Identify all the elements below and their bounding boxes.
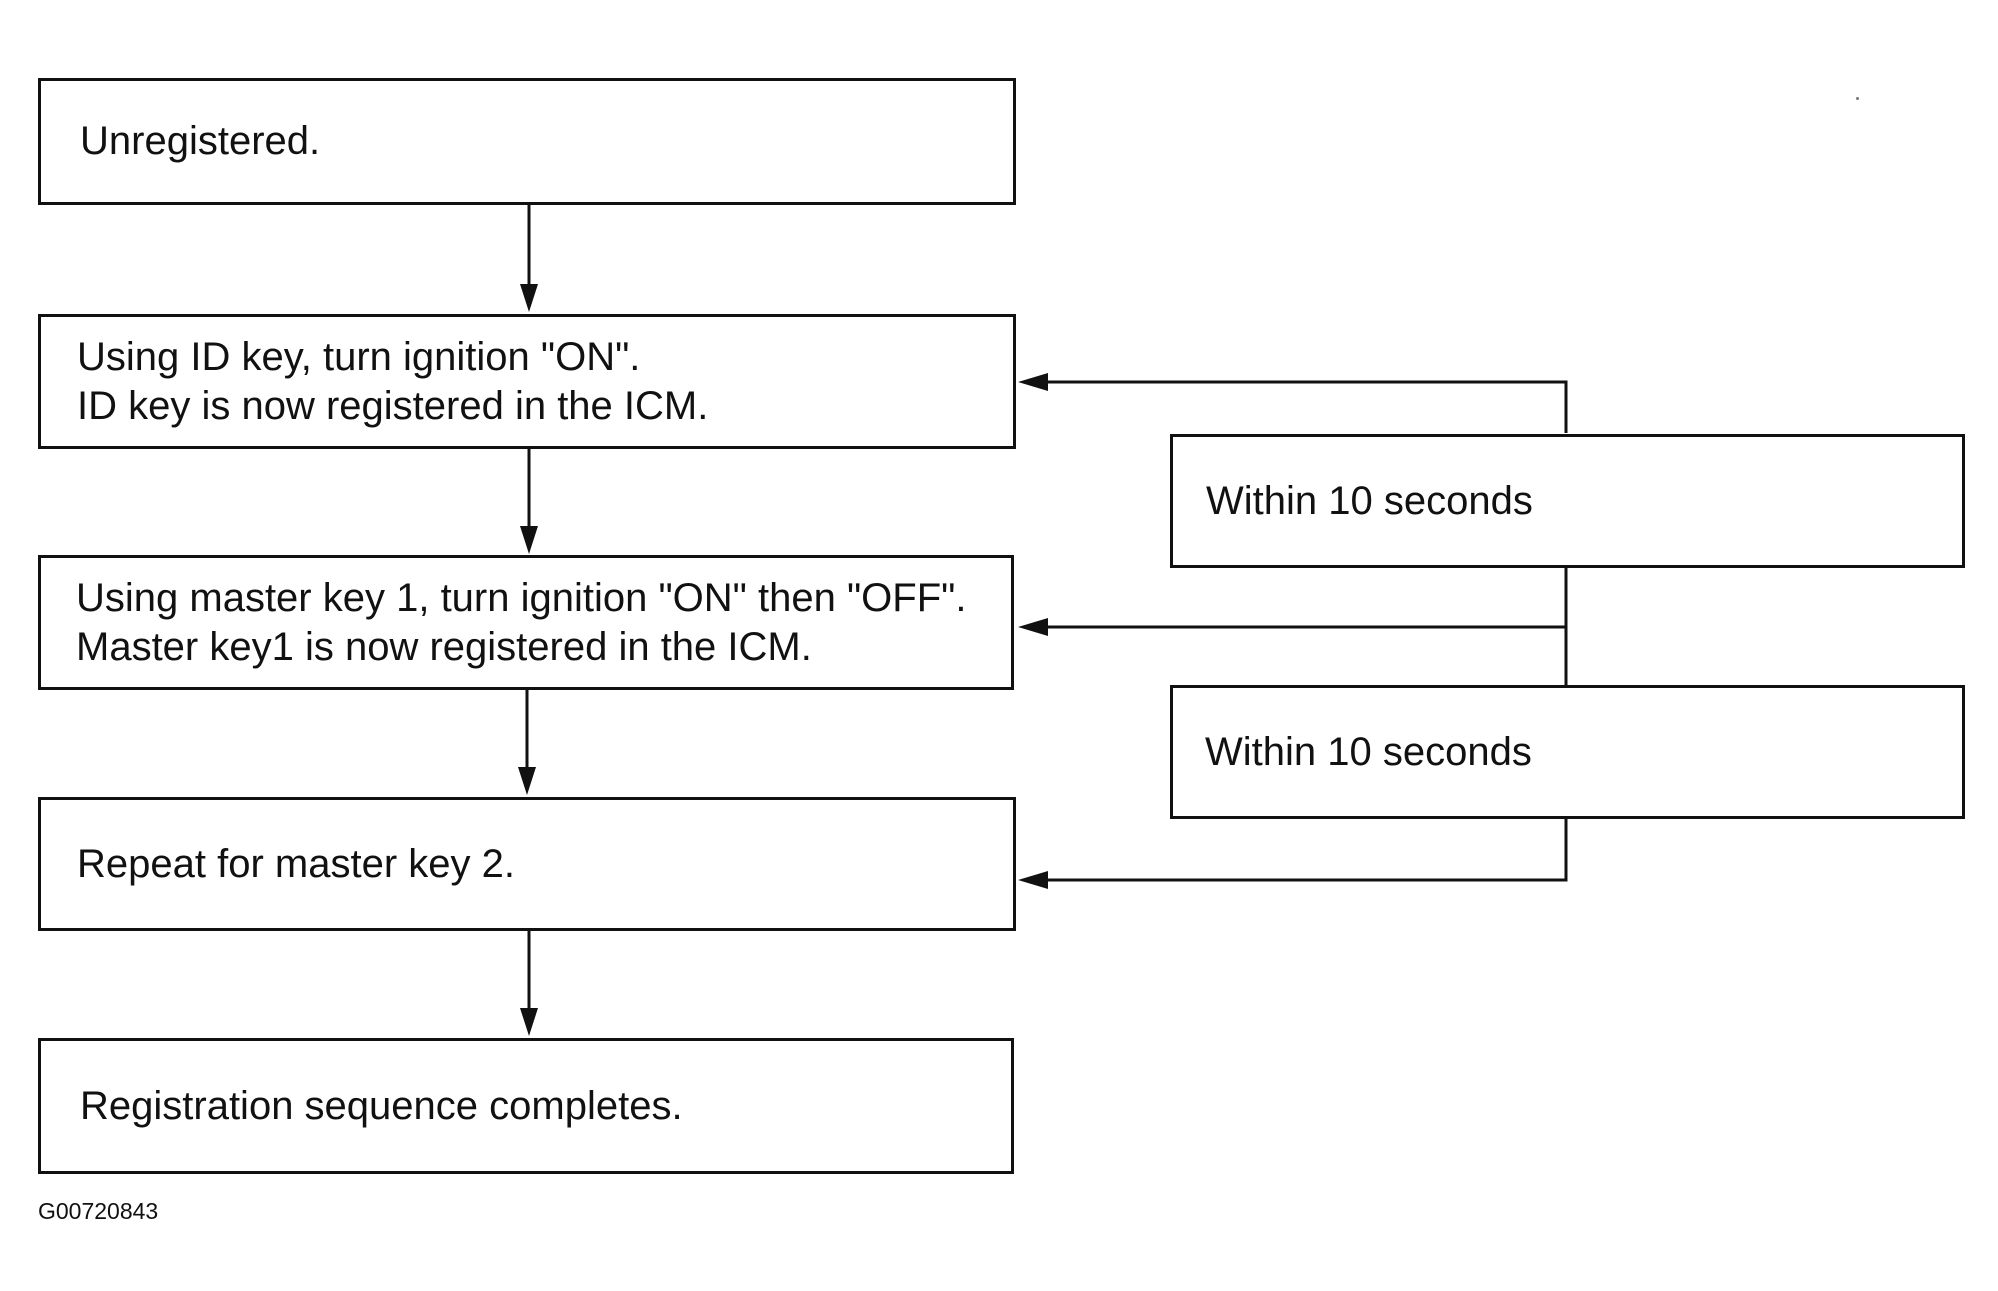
step-text-line: Master key1 is now registered in the ICM… — [76, 624, 812, 669]
step-register-master-key-1: Using master key 1, turn ignition "ON" t… — [38, 555, 1014, 690]
timing-note-label: Within 10 seconds — [1205, 729, 1532, 774]
arrow-step4-to-step5 — [520, 930, 538, 1036]
arrow-step2-to-step3 — [520, 448, 538, 554]
timing-note-label: Within 10 seconds — [1206, 478, 1533, 523]
step-text-line: Registration sequence completes. — [80, 1083, 683, 1128]
arrow-step3-to-step4 — [518, 689, 536, 795]
arrow-timing1-to-step2 — [1018, 373, 1568, 433]
step-text-line: Repeat for master key 2. — [77, 841, 515, 886]
step-register-id-key: Using ID key, turn ignition "ON". ID key… — [38, 314, 1016, 449]
step-text-line: Unregistered. — [80, 119, 321, 163]
step-unregistered: Unregistered. — [38, 78, 1016, 205]
step-registration-complete: Registration sequence completes. — [38, 1038, 1014, 1174]
scan-speck — [1856, 97, 1859, 100]
arrow-step1-to-step2 — [520, 204, 538, 312]
step-text-line: ID key is now registered in the ICM. — [77, 383, 709, 428]
timing-note-second: Within 10 seconds — [1170, 685, 1965, 819]
step-repeat-master-key-2: Repeat for master key 2. — [38, 797, 1016, 931]
timing-note-first: Within 10 seconds — [1170, 434, 1965, 568]
arrow-timing2-to-step4 — [1018, 817, 1568, 889]
arrow-timing1-to-step3 — [1018, 566, 1568, 636]
figure-code: G00720843 — [38, 1198, 159, 1224]
step-text-line: Using ID key, turn ignition "ON". — [77, 334, 641, 379]
step-text-line: Using master key 1, turn ignition "ON" t… — [76, 575, 967, 620]
